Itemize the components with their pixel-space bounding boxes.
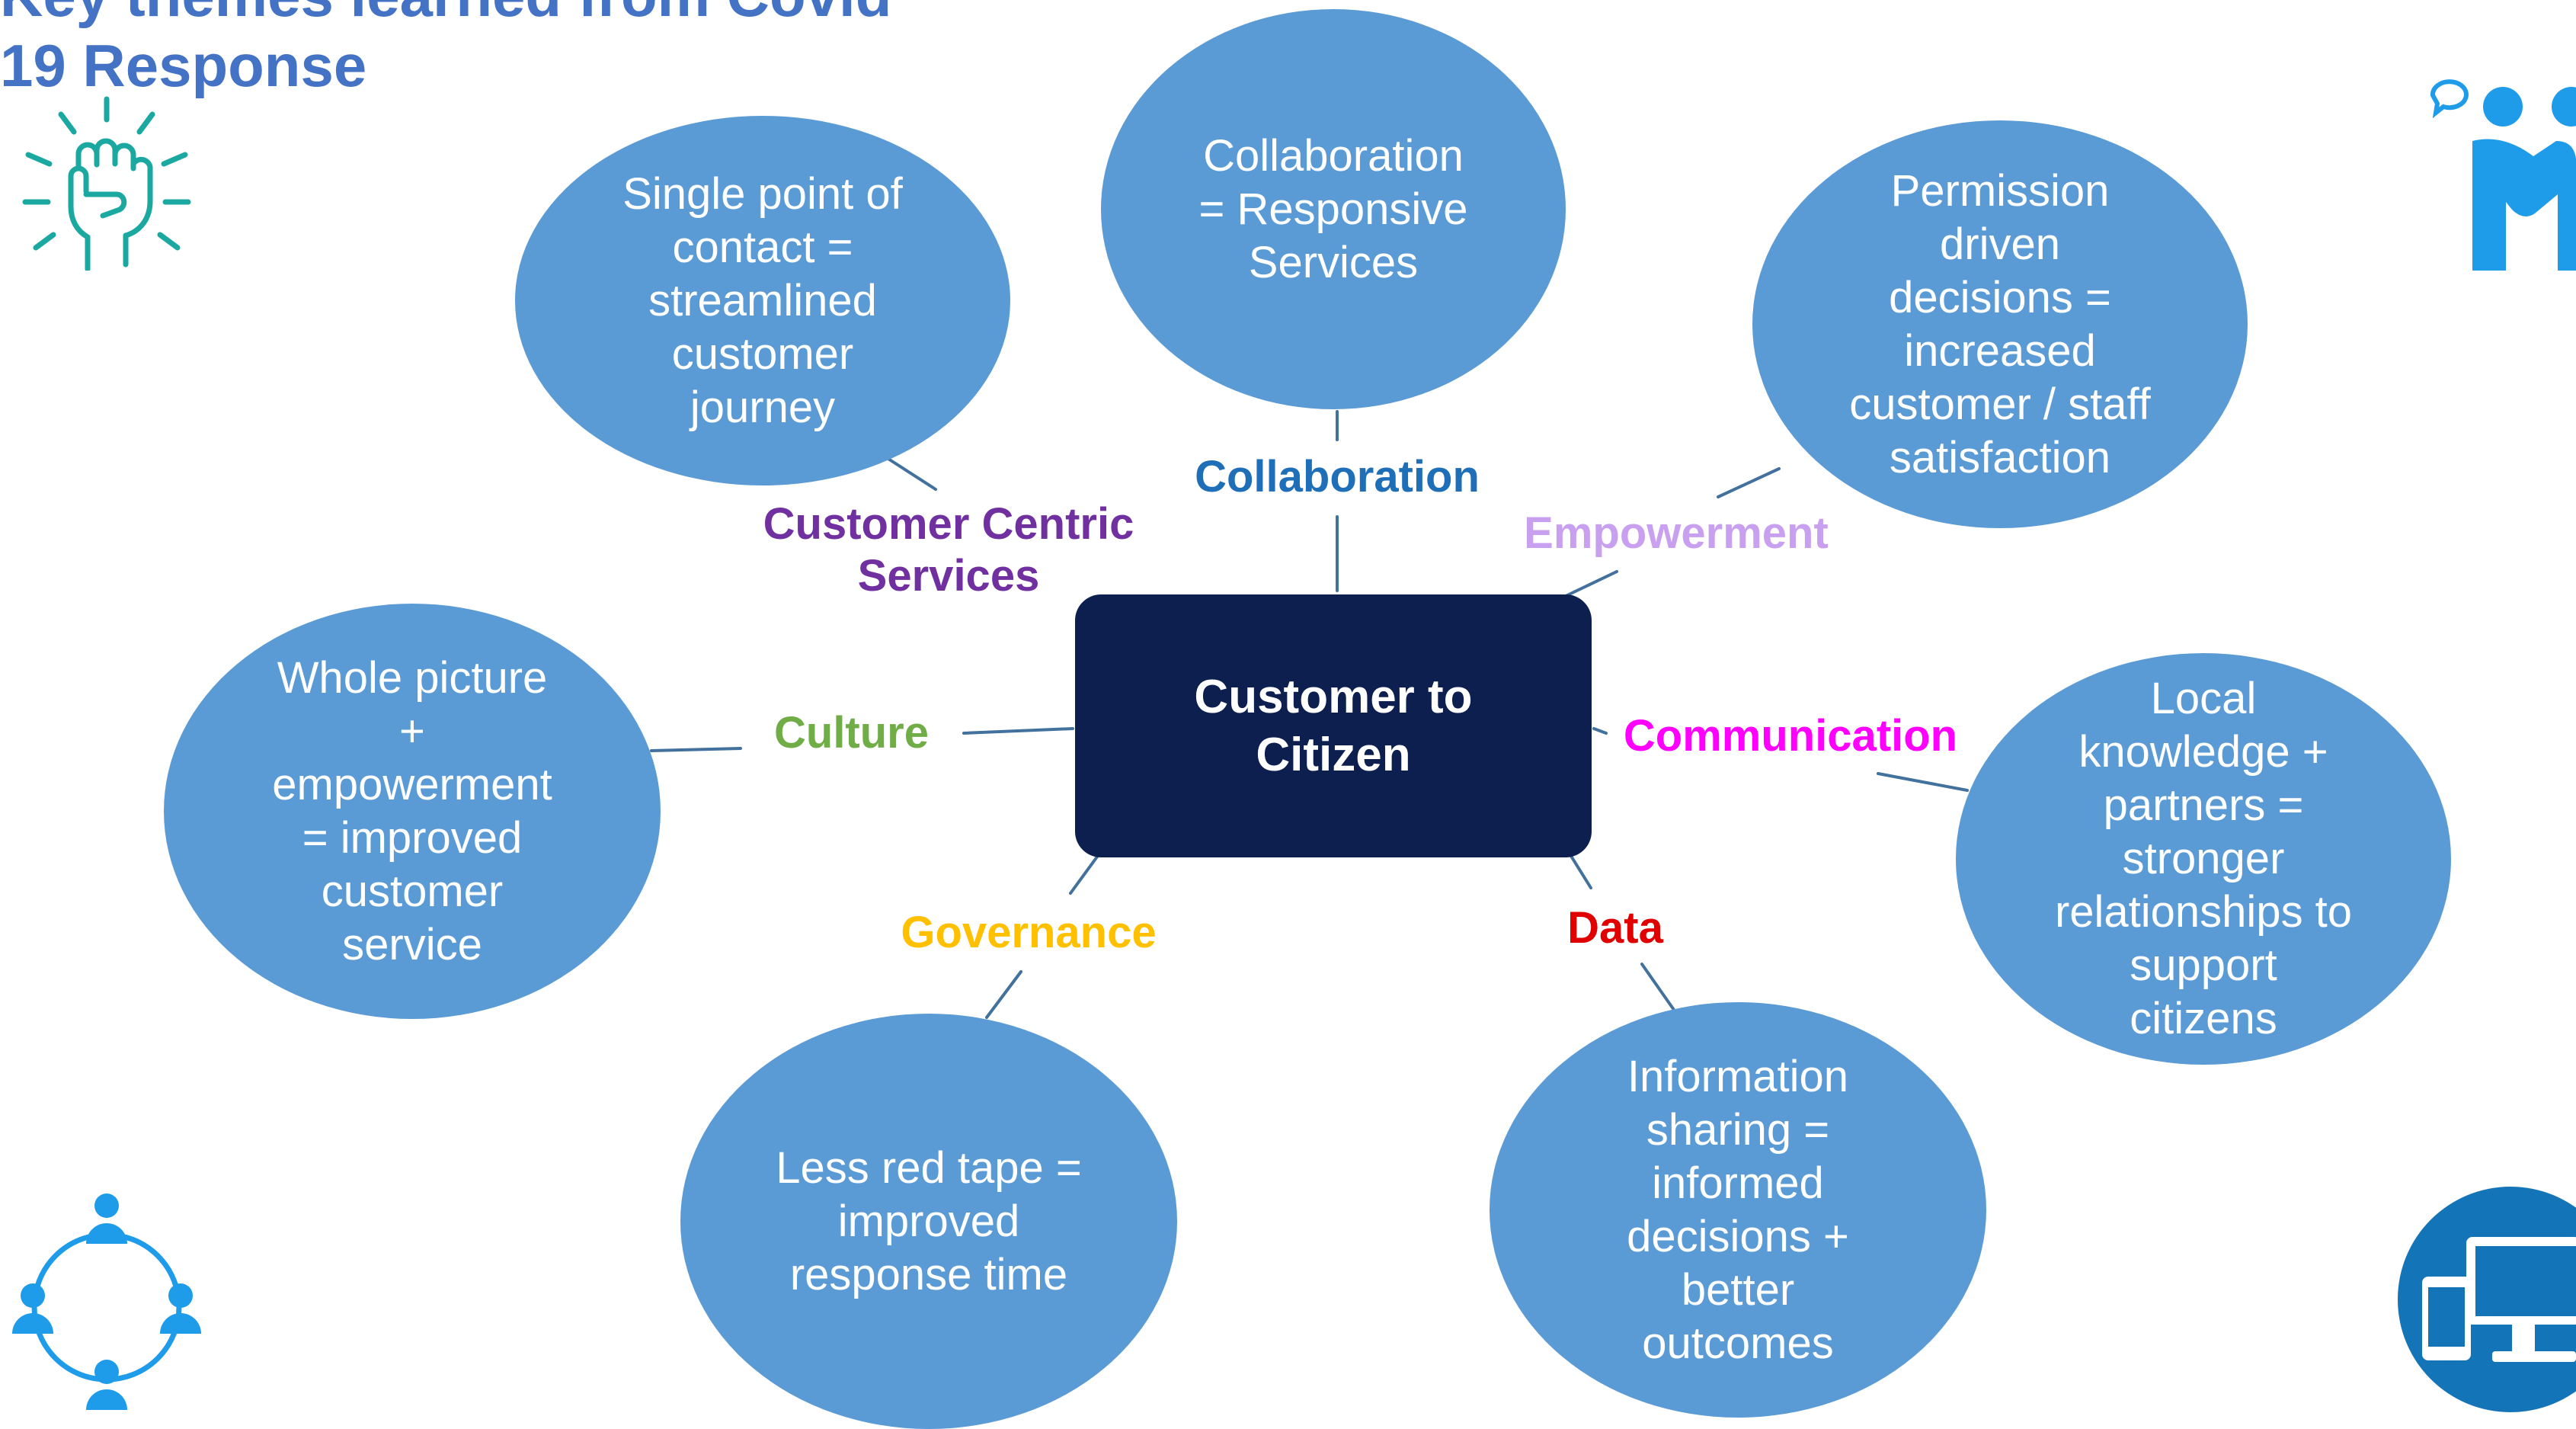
bubble-text: Single point of contact = streamlined cu… — [622, 168, 903, 432]
theme-label-customer-centric: Customer Centric Services — [763, 499, 1134, 601]
handshake-people-icon — [2430, 79, 2576, 271]
theme-label-governance: Governance — [901, 908, 1157, 957]
theme-label-collaboration: Collaboration — [1195, 452, 1480, 501]
connector-line — [962, 727, 1074, 735]
bubble-governance: Less red tape = improved response time — [680, 1014, 1177, 1429]
theme-label-data: Data — [1567, 903, 1663, 953]
bubble-text: Collaboration = Responsive Services — [1198, 130, 1468, 287]
bubble-communication: Local knowledge + partners = stronger re… — [1956, 653, 2451, 1065]
raised-fist-icon — [22, 96, 191, 271]
connector-line — [650, 747, 742, 752]
bubble-culture: Whole picture + empowerment = improved c… — [164, 604, 661, 1019]
bubble-text: Local knowledge + partners = stronger re… — [2054, 674, 2353, 1043]
connector-line — [1069, 852, 1101, 895]
bubble-text: Less red tape = improved response time — [776, 1142, 1082, 1299]
connector-line — [1568, 852, 1592, 889]
connector-line — [985, 970, 1022, 1019]
connector-line — [1717, 467, 1781, 498]
connector-line — [1640, 963, 1675, 1011]
bubble-collaboration: Collaboration = Responsive Services — [1101, 9, 1566, 409]
bubble-text: Whole picture + empowerment = improved c… — [272, 652, 552, 969]
connector-line — [1564, 570, 1618, 598]
bubble-empowerment: Permission driven decisions = increased … — [1752, 120, 2248, 528]
slide-title: Key themes learned from Covid 19 Respons… — [0, 0, 891, 99]
computer-devices-icon — [2398, 1187, 2576, 1412]
theme-label-empowerment: Empowerment — [1524, 508, 1829, 558]
connector-line — [1877, 772, 1969, 792]
connected-people-network-icon — [12, 1194, 201, 1410]
bubble-customer-centric: Single point of contact = streamlined cu… — [515, 116, 1010, 485]
theme-label-communication: Communication — [1623, 711, 1958, 761]
center-node: Customer to Citizen — [1075, 594, 1592, 857]
theme-label-culture: Culture — [774, 708, 929, 758]
center-label: Customer to Citizen — [1194, 670, 1473, 781]
bubble-text: Permission driven decisions = increased … — [1849, 165, 2151, 482]
connector-line — [1592, 727, 1608, 735]
bubble-text: Information sharing = informed decisions… — [1627, 1051, 1849, 1368]
bubble-data: Information sharing = informed decisions… — [1490, 1002, 1986, 1418]
